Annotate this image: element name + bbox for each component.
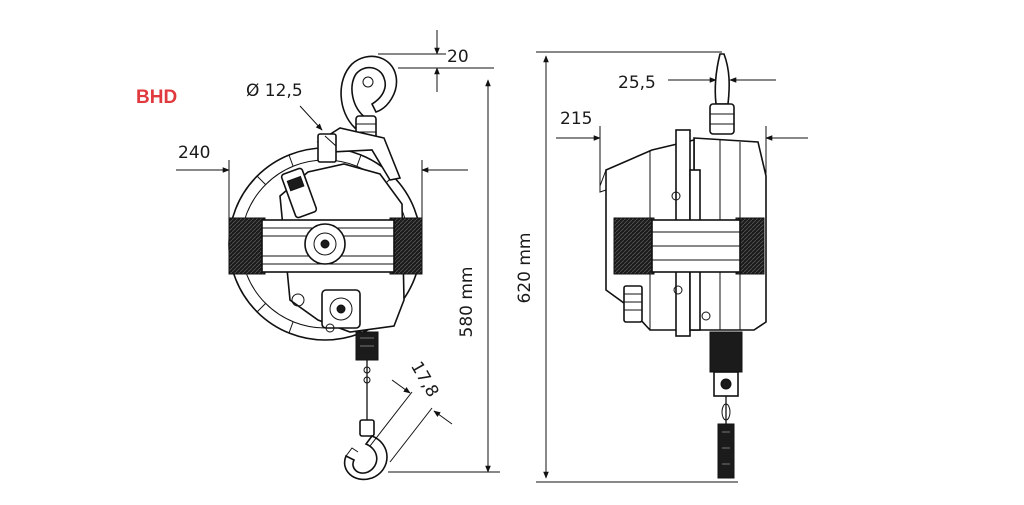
dim-side-cable-offset-text: 25,5: [618, 73, 656, 93]
front-bottom-hook: [343, 419, 388, 481]
dim-bottom-hook-text: 17,8: [406, 358, 442, 401]
dim-front-width: 240: [176, 143, 468, 222]
dim-front-height-text: 580 mm: [457, 267, 477, 338]
front-view: 20 Ø 12,5 240 580 mm 17,8: [176, 30, 500, 481]
dim-side-height-text: 620 mm: [515, 233, 535, 304]
front-top-hook: [340, 55, 398, 143]
dim-hook-clearance: 20: [378, 30, 494, 92]
side-top-suspension: [709, 53, 735, 135]
front-housing: [228, 127, 423, 420]
dim-side-width: 215: [556, 109, 808, 188]
dim-hook-diameter-text: Ø 12,5: [246, 81, 303, 101]
dim-hook-diameter: Ø 12,5: [246, 81, 337, 147]
side-view: 25,5 215 620 mm: [515, 51, 808, 483]
side-housing: [599, 129, 767, 479]
model-label: BHD: [136, 87, 177, 108]
dim-front-height: 580 mm: [388, 79, 500, 473]
dim-side-height: 620 mm: [515, 51, 738, 483]
dim-hook-clearance-text: 20: [447, 47, 469, 67]
dim-side-width-text: 215: [560, 109, 592, 129]
dim-side-cable-offset: 25,5: [618, 73, 776, 93]
dim-front-width-text: 240: [178, 143, 210, 163]
